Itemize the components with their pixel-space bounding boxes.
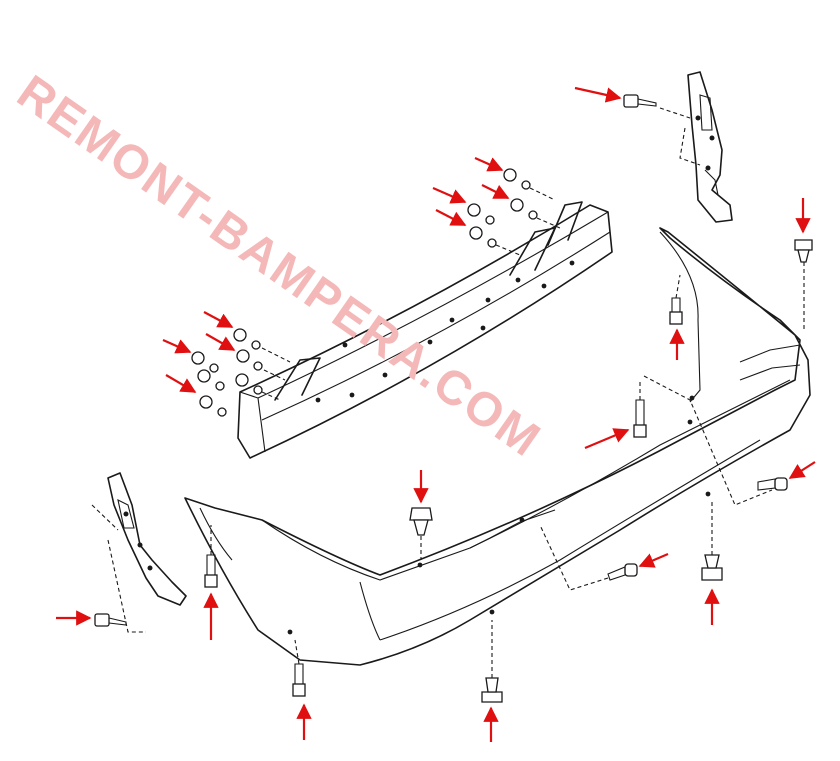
arrow-nut-r4 (435, 209, 467, 226)
bumper-cover (184, 227, 811, 666)
bolt-right-vertical (669, 274, 683, 325)
arrow-nut-r3 (432, 186, 467, 204)
clip-bottom-center (481, 620, 503, 703)
arrow-screw-bracket-right (574, 86, 622, 103)
bolt-center (633, 375, 773, 506)
arrow-nut-l4 (165, 374, 197, 393)
arrow-nut-l1 (203, 311, 234, 328)
clip-lower-right (701, 500, 723, 581)
arrow-screw-right-side (788, 461, 816, 479)
arrow-nut-r1 (474, 156, 504, 172)
arrow-bolt-center (584, 428, 630, 450)
screw-bracket-right (623, 94, 657, 108)
clip-top-right (794, 239, 813, 330)
clip-center (409, 507, 433, 560)
arrow-nut-l3 (205, 333, 236, 351)
arrow-nut-r2 (481, 184, 510, 199)
screw-bracket-left (94, 613, 127, 627)
bolt-left (204, 525, 218, 588)
bumper-fasteners (94, 94, 813, 703)
screw-lower-middle (539, 524, 638, 591)
arrow-screw-lower-middle (638, 552, 669, 568)
nuts-left-group (191, 328, 291, 417)
bolt-bottom-left (292, 639, 306, 697)
screw-right-side (757, 477, 788, 491)
bumper-reinforcement-beam (237, 201, 613, 459)
left-side-bracket (91, 472, 187, 633)
nuts-right-group (467, 168, 561, 256)
indicator-arrows (56, 86, 816, 742)
arrow-nut-l2 (162, 338, 192, 354)
right-side-bracket (659, 71, 733, 223)
